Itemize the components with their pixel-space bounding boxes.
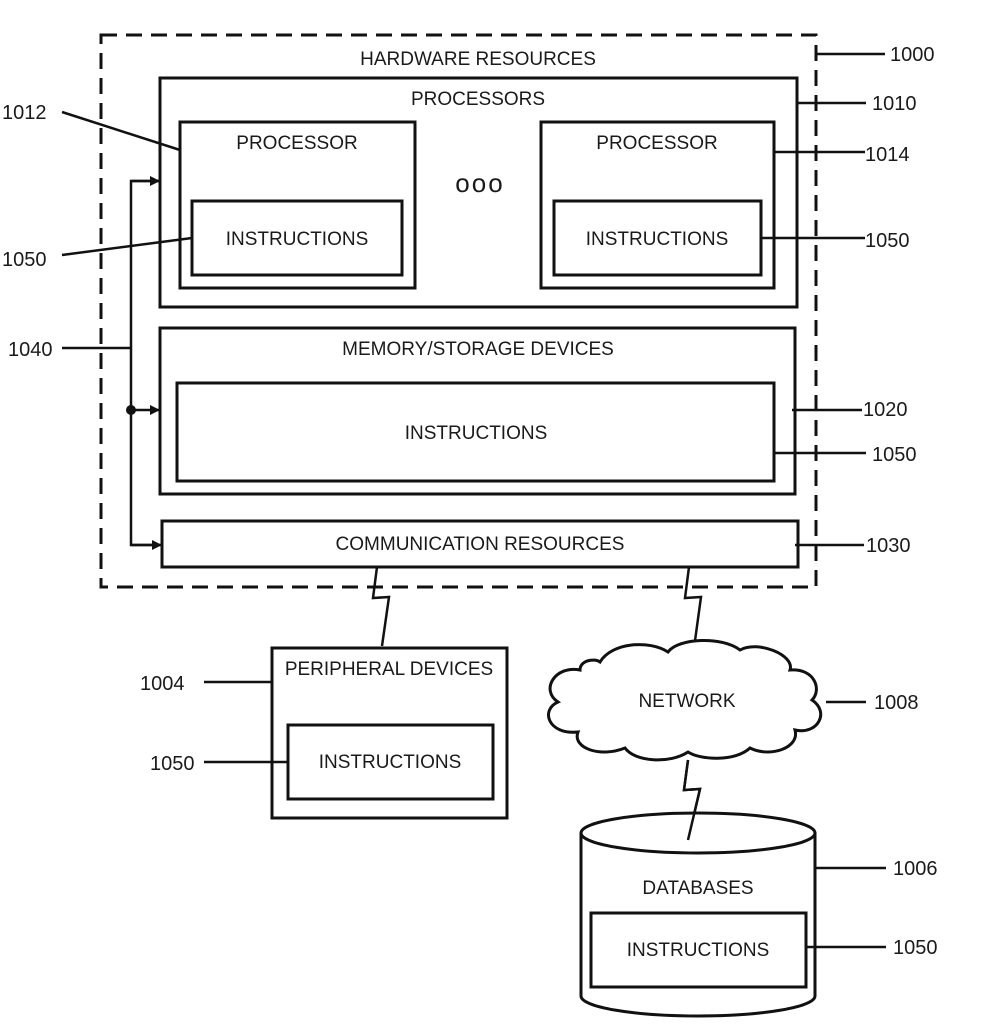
ref-1050-proc-left: 1050 (2, 249, 47, 271)
wireless-link-databases-overlay (682, 759, 702, 841)
ref-1050-proc-right: 1050 (865, 230, 910, 252)
databases-instructions-label: INSTRUCTIONS (627, 940, 770, 961)
communication-resources-group: COMMUNICATION RESOURCES 1030 (160, 519, 911, 569)
memory-instructions-label: INSTRUCTIONS (405, 423, 548, 444)
peripheral-instructions-box (286, 723, 495, 801)
more-processors-ellipsis: ooo (455, 168, 504, 198)
network-cloud-icon (547, 639, 823, 762)
databases-label: DATABASES (642, 878, 753, 899)
ref-1008: 1008 (874, 692, 919, 714)
databases-instructions-box (589, 911, 808, 989)
ref-1014: 1014 (865, 144, 910, 166)
ref-leader-1012 (61, 110, 181, 152)
communication-resources-box (160, 519, 800, 569)
hardware-resources-label: HARDWARE RESOURCES (360, 49, 596, 70)
ref-1004: 1004 (140, 673, 185, 695)
ref-1006: 1006 (893, 858, 938, 880)
peripheral-instructions-label: INSTRUCTIONS (319, 752, 462, 773)
network-label: NETWORK (638, 691, 735, 712)
bus-group: 1040 (8, 176, 162, 550)
databases-group: DATABASES INSTRUCTIONS 1006 1050 (579, 759, 938, 1018)
processor-right-instructions-label: INSTRUCTIONS (586, 229, 729, 250)
processor-left-instructions-label: INSTRUCTIONS (226, 229, 369, 250)
processor-left-label: PROCESSOR (236, 133, 357, 154)
peripheral-devices-group: PERIPHERAL DEVICES INSTRUCTIONS 1004 105… (140, 646, 509, 820)
memory-instructions-box (175, 381, 776, 483)
ref-1050-memory: 1050 (872, 444, 917, 466)
ref-1040: 1040 (8, 339, 53, 361)
processors-label: PROCESSORS (411, 89, 545, 110)
memory-storage-group: MEMORY/STORAGE DEVICES INSTRUCTIONS 1020… (158, 326, 917, 496)
ref-leader-1050-proc-left (61, 236, 193, 257)
processors-group: PROCESSORS 1010 PROCESSOR INSTRUCTIONS 1… (2, 76, 917, 309)
bus-line (129, 179, 159, 547)
hardware-resources-boundary (99, 33, 818, 589)
network-group: NETWORK 1008 (547, 639, 919, 762)
peripheral-devices-label: PERIPHERAL DEVICES (285, 659, 493, 680)
communication-resources-label: COMMUNICATION RESOURCES (336, 534, 625, 555)
ref-1020: 1020 (863, 399, 908, 421)
processor-right-label: PROCESSOR (596, 133, 717, 154)
ref-1050-peripheral: 1050 (150, 753, 195, 775)
processor-right-instructions-box (552, 199, 763, 277)
ref-1030: 1030 (866, 535, 911, 557)
wireless-link-network (683, 566, 703, 649)
memory-storage-label: MEMORY/STORAGE DEVICES (342, 339, 614, 360)
ref-1000: 1000 (890, 44, 935, 66)
database-cylinder-top-icon (579, 811, 817, 855)
bus-junction-dot (126, 405, 136, 415)
wireless-link-peripheral (371, 566, 391, 647)
ref-1010: 1010 (872, 93, 917, 115)
hardware-resources-group: HARDWARE RESOURCES 1000 (99, 33, 935, 589)
ref-1012: 1012 (2, 102, 47, 124)
ref-1050-databases: 1050 (893, 937, 938, 959)
